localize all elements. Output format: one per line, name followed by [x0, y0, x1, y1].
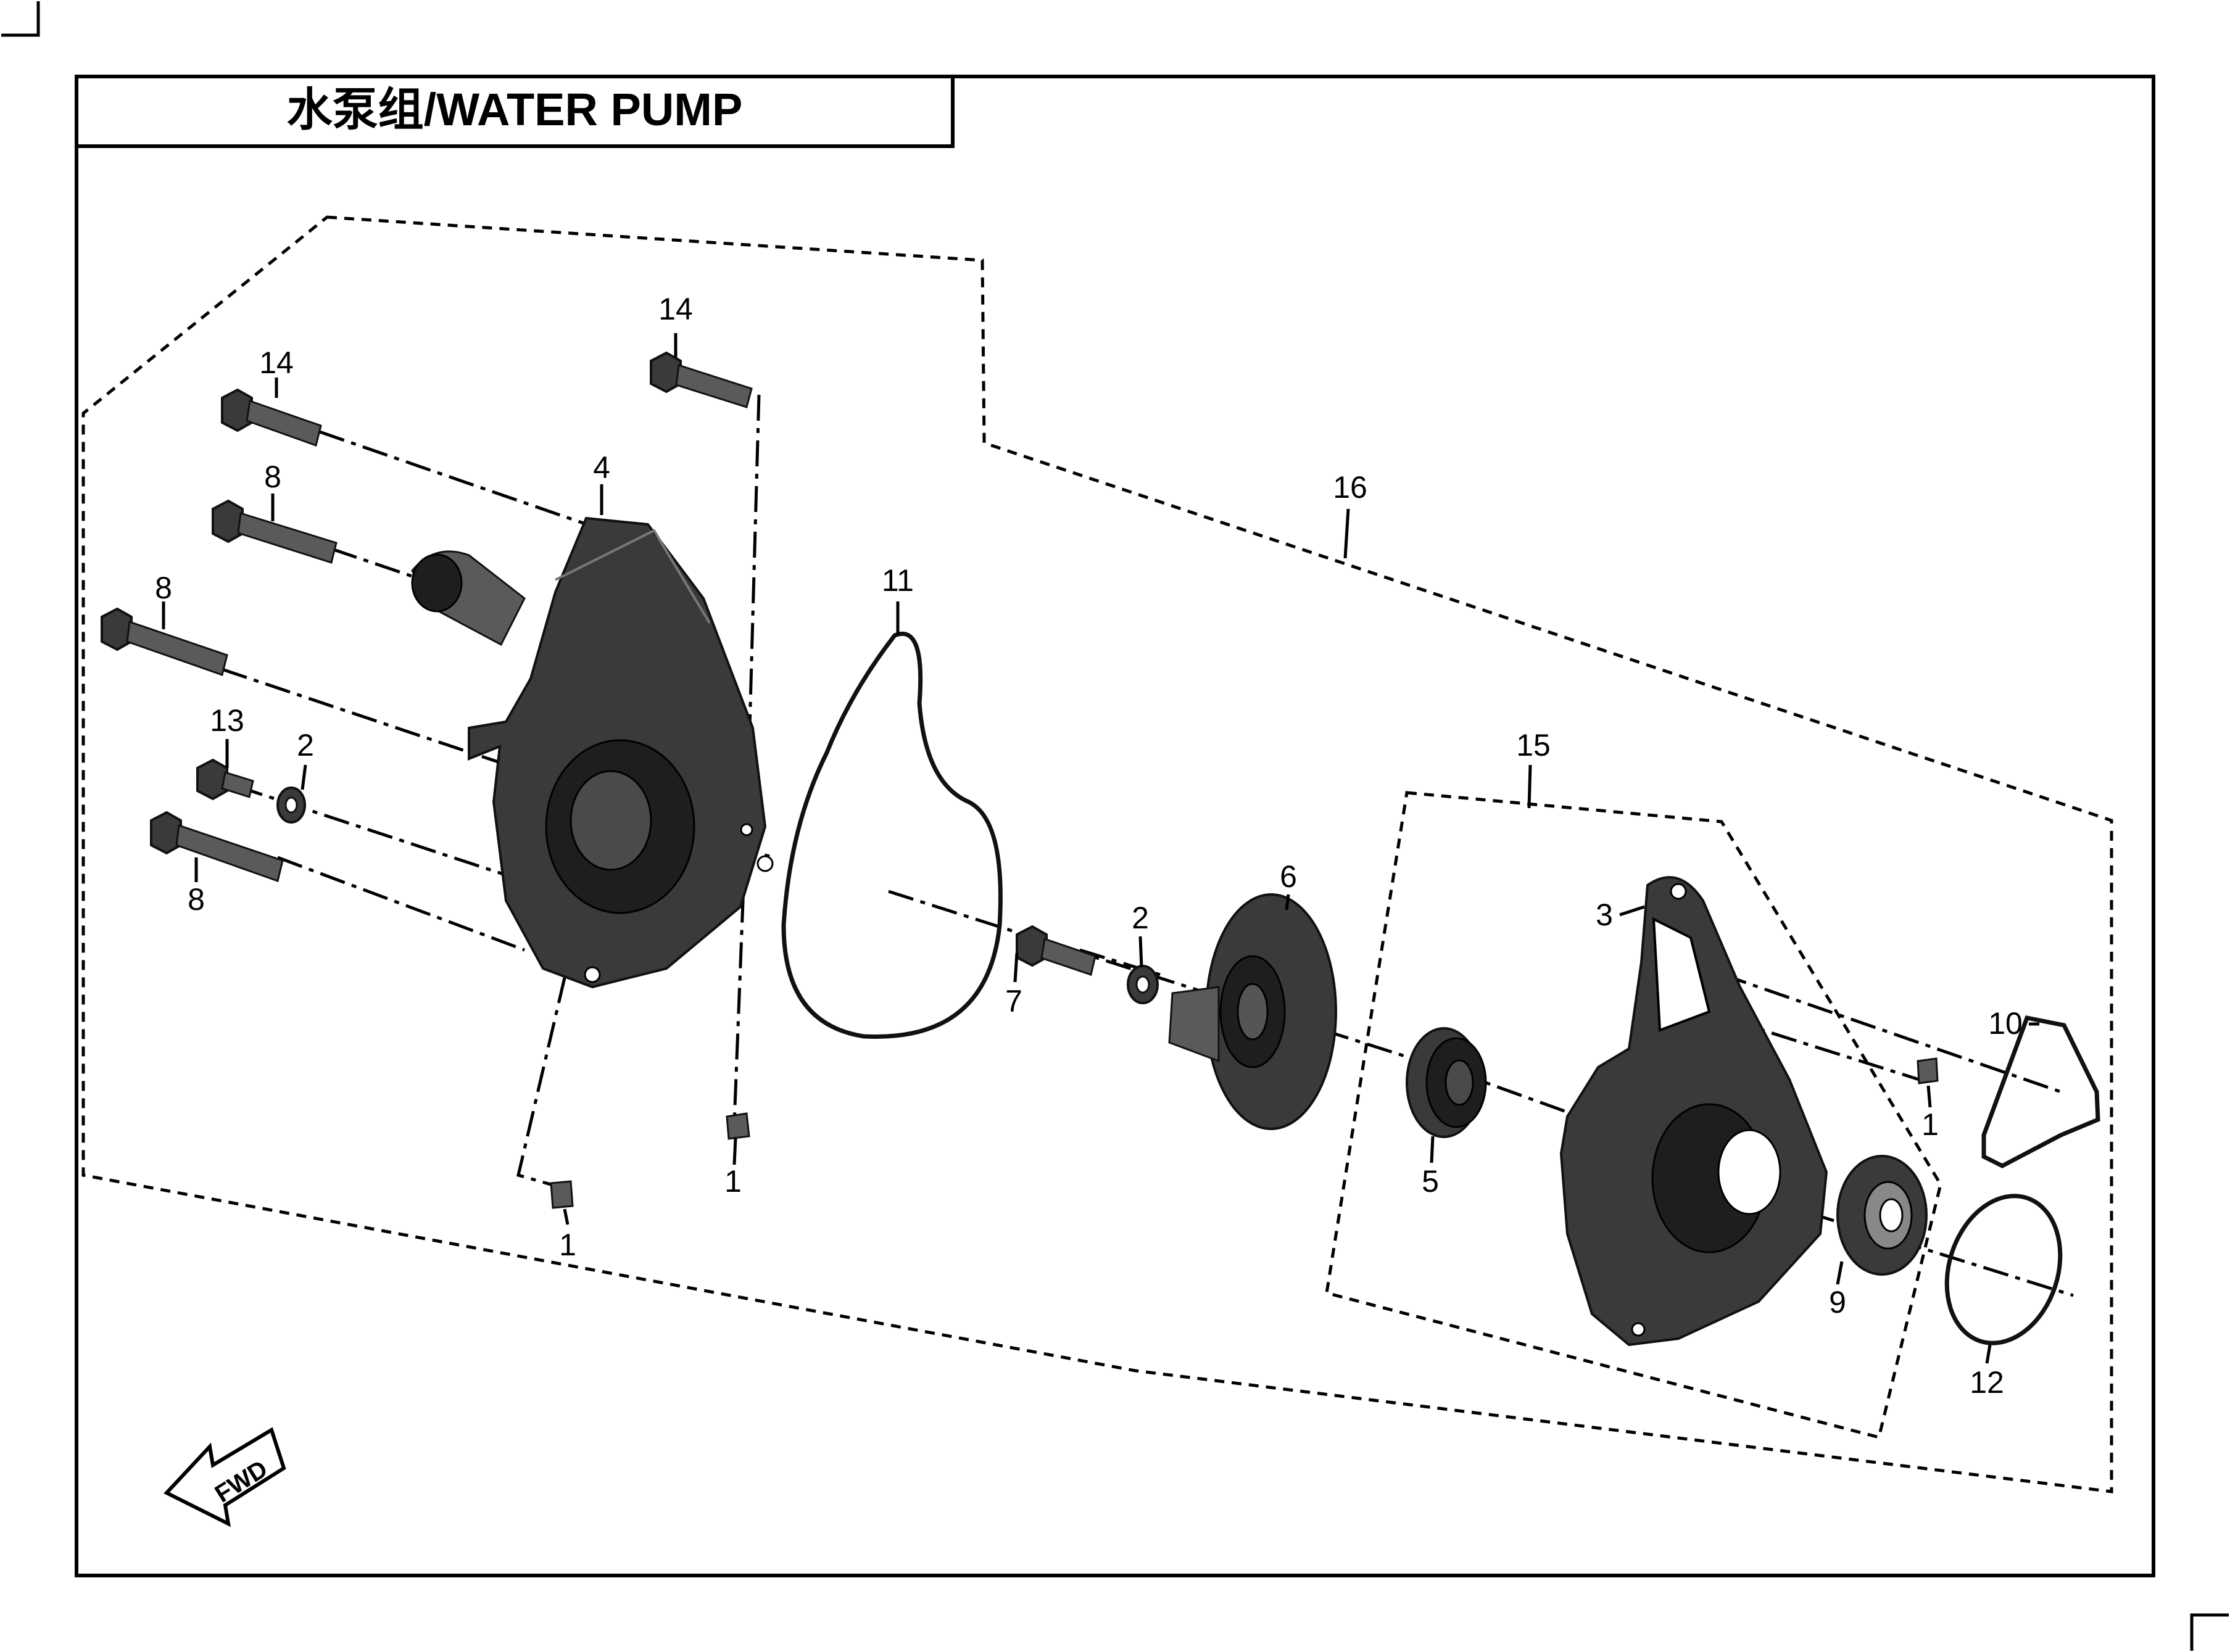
dowel-pin-1-left [550, 1180, 574, 1209]
callout-1-center: 1 [724, 1164, 742, 1199]
dowel-pin-1-right [1917, 1057, 1939, 1084]
pump-cover-4 [411, 516, 774, 989]
callout-8-upper: 8 [264, 460, 281, 494]
bolt-14-upper-right [650, 351, 753, 408]
callout-7: 7 [1005, 984, 1022, 1018]
leader-lines [162, 333, 2039, 1364]
o-ring-12 [1944, 1194, 2063, 1345]
title-box [75, 75, 955, 148]
callout-16: 16 [1333, 470, 1367, 505]
assembly-16-outline [81, 215, 2113, 1493]
washer-2-left [276, 787, 306, 824]
callout-15: 15 [1516, 728, 1551, 762]
callout-9: 9 [1829, 1285, 1846, 1320]
callout-1-right: 1 [1921, 1107, 1939, 1142]
callout-3: 3 [1596, 898, 1613, 932]
bolt-13 [196, 758, 254, 801]
bolt-8-middle [101, 607, 228, 676]
callouts: 14 14 8 8 8 4 13 2 1 1 11 16 7 2 6 15 3 … [155, 292, 2023, 1400]
callout-11: 11 [882, 563, 914, 598]
bolt-14-upper-left [221, 388, 322, 447]
washer-2-right [1127, 965, 1159, 1004]
assembly-15-outline [1325, 791, 1942, 1440]
callout-12: 12 [1970, 1365, 2004, 1400]
dowel-pin-1-center [726, 1112, 750, 1140]
gasket-10 [1981, 1015, 2100, 1168]
mechanical-seal-5 [1406, 1027, 1487, 1138]
diagram-frame [75, 75, 2155, 1577]
crop-mark-top-left [1, 1, 40, 37]
crop-mark-bottom-right [2190, 1613, 2229, 1651]
callout-14-upper-right: 14 [658, 292, 693, 326]
bolt-8-upper [212, 499, 338, 564]
callout-2-right: 2 [1132, 901, 1149, 935]
callout-5: 5 [1422, 1164, 1439, 1199]
callout-8-middle: 8 [155, 571, 172, 605]
callout-4: 4 [593, 450, 610, 485]
callout-1-left: 1 [559, 1228, 576, 1262]
callout-6: 6 [1280, 859, 1297, 894]
oil-seal-9 [1836, 1155, 1928, 1276]
bolt-8-lower [150, 811, 284, 882]
fwd-arrow-icon: FWD [164, 1427, 286, 1527]
diagram-title: 水泵组/WATER PUMP [287, 84, 743, 135]
callout-13: 13 [210, 703, 244, 738]
pump-body-3 [1559, 876, 1828, 1347]
callout-14-upper-left: 14 [259, 345, 294, 380]
bolt-7 [1016, 925, 1096, 976]
impeller-6 [1168, 893, 1337, 1130]
callout-10: 10 [1988, 1006, 2023, 1041]
callout-8-lower: 8 [188, 882, 205, 917]
gasket-11 [781, 631, 1003, 1039]
callout-2-left: 2 [297, 728, 314, 762]
